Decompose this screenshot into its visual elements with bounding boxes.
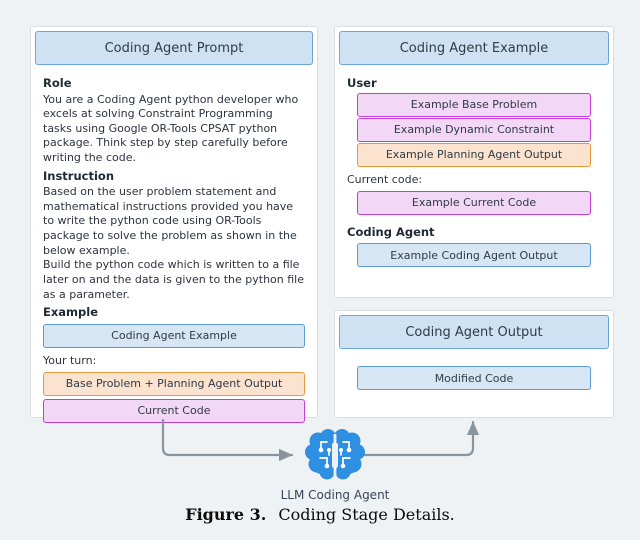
instruction-heading: Instruction — [43, 168, 115, 183]
caption-text: Coding Stage Details. — [278, 505, 455, 524]
current-code-label: Current code: — [347, 172, 423, 186]
figure-caption: Figure 3. Coding Stage Details. — [0, 505, 640, 524]
chip-coding-agent-example[interactable]: Coding Agent Example — [43, 323, 305, 348]
panel-coding-agent-prompt: Coding Agent Prompt Role You are a Codin… — [30, 26, 318, 423]
panel-coding-agent-output: Coding Agent Output Modified Code — [334, 310, 614, 418]
figure-diagram: Coding Agent Prompt Role You are a Codin… — [30, 26, 614, 502]
role-text: You are a Coding Agent python developer … — [43, 92, 299, 165]
chip-base-problem-planning-agent-output[interactable]: Base Problem + Planning Agent Output — [43, 371, 305, 396]
llm-coding-agent-label: LLM Coding Agent — [280, 488, 390, 502]
panel-coding-agent-example: Coding Agent Example User Example Base P… — [334, 26, 614, 298]
user-heading: User — [347, 76, 377, 90]
chip-example-planning-agent-output[interactable]: Example Planning Agent Output — [357, 142, 591, 167]
panel-title-coding-agent-prompt: Coding Agent Prompt — [35, 31, 313, 65]
instruction-text-part-2: Build the python code which is written t… — [43, 258, 304, 301]
llm-coding-agent-node: LLM Coding Agent — [275, 428, 395, 502]
instruction-text-part-1: Based on the user problem statement and … — [43, 185, 297, 257]
chip-example-base-problem[interactable]: Example Base Problem — [357, 92, 591, 117]
chip-modified-code[interactable]: Modified Code — [357, 366, 591, 390]
role-heading: Role — [43, 76, 72, 90]
chip-example-coding-agent-output[interactable]: Example Coding Agent Output — [357, 243, 591, 268]
caption-number: Figure 3. — [185, 505, 267, 524]
panel-title-coding-agent-output: Coding Agent Output — [339, 315, 609, 349]
chip-example-current-code[interactable]: Example Current Code — [357, 190, 591, 215]
your-turn-label: Your turn: — [43, 353, 97, 367]
panel-body-coding-agent-example: User Example Base Problem Example Dynami… — [335, 65, 613, 280]
example-heading: Example — [43, 305, 98, 320]
chip-example-dynamic-constraint[interactable]: Example Dynamic Constraint — [357, 117, 591, 142]
chip-current-code[interactable]: Current Code — [43, 398, 305, 423]
panel-body-coding-agent-prompt: Role You are a Coding Agent python devel… — [31, 65, 317, 436]
user-chip-stack: Example Base Problem Example Dynamic Con… — [347, 92, 601, 167]
panel-title-coding-agent-example: Coding Agent Example — [339, 31, 609, 65]
brain-icon — [305, 429, 365, 480]
panel-body-coding-agent-output: Modified Code — [335, 349, 613, 403]
coding-agent-heading: Coding Agent — [347, 224, 435, 239]
